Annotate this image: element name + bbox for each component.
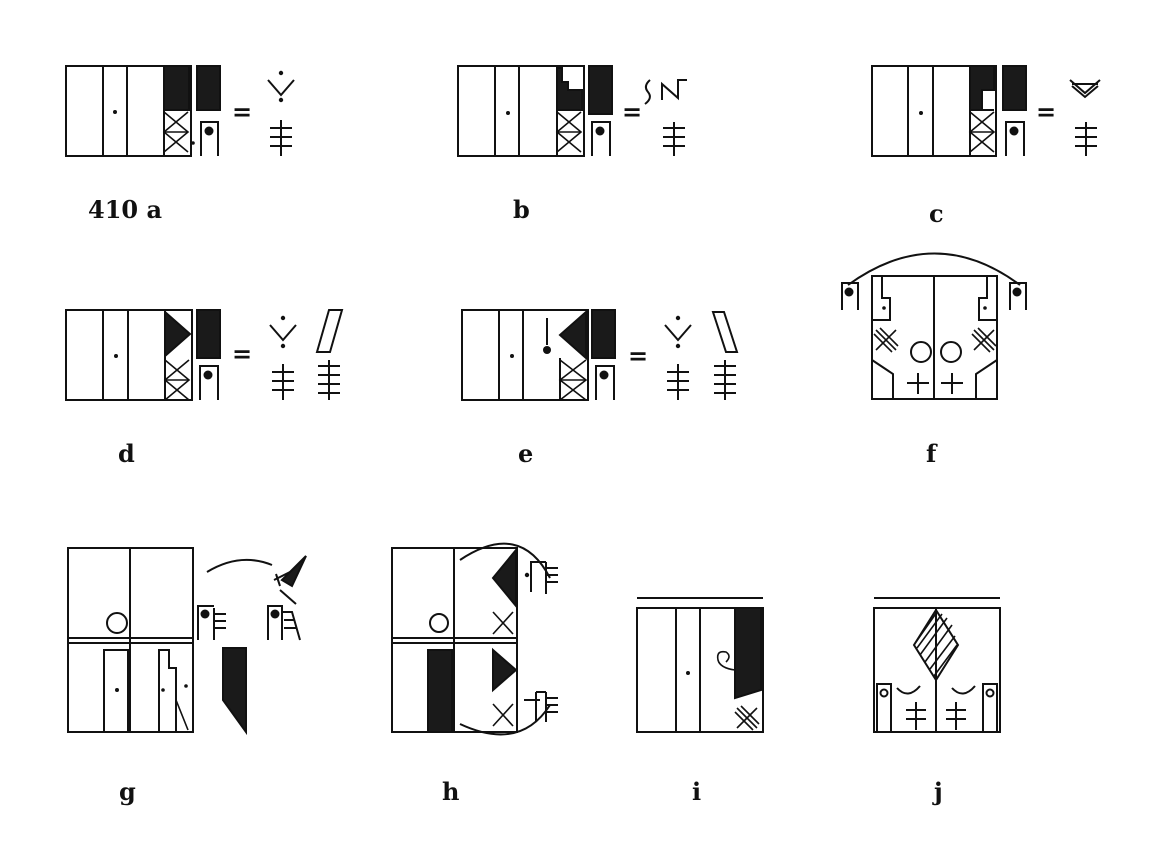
equals-sign-e: = [628,341,648,370]
panel-label-f: f [926,439,938,468]
staff-a [65,65,195,157]
direction-symbol-d [269,315,297,349]
hand-sign-h-bottom [524,691,558,722]
staff-b [457,65,585,157]
level-symbol-a [270,120,292,156]
staff-i [636,607,764,733]
body-block-e [591,309,616,359]
hand-sign-e [595,365,615,400]
direction-symbol-c [1069,79,1101,99]
staff-h [391,547,518,733]
body-block-b [588,65,613,115]
panel-f: f [841,252,1027,468]
staff-j [873,607,1001,733]
panel-d: = d [65,309,344,468]
panel-label-h: h [442,777,459,806]
hand-sign-h-top [524,561,558,594]
body-block-a [196,65,221,111]
hand-sign-d [199,365,219,400]
diamond-symbol-e [711,311,739,353]
body-block-g [222,647,247,736]
equals-sign-c: = [1036,97,1056,126]
body-block-d [196,309,221,359]
panel-label-a: 410 a [88,195,162,224]
arc-h-bottom [459,704,551,736]
equals-sign-b: = [622,97,642,126]
equals-sign-a: = [232,97,252,126]
panel-j: j [873,597,1001,806]
equals-sign-d: = [232,339,252,368]
panel-h: h [391,542,558,806]
level-symbol-e [667,364,689,400]
direction-symbol-e [664,315,692,349]
level-symbol-b [663,122,685,156]
staff-f [871,275,998,400]
hand-sign-right-f [1009,282,1027,310]
cross-mark-left-f [873,327,899,353]
staff-e [461,309,589,401]
panel-e: = e [461,309,739,468]
panel-label-c: c [929,199,944,228]
level-symbol-d2 [318,360,340,400]
panel-i: i [636,597,764,806]
panel-label-e: e [518,439,533,468]
hand-sign-a [200,121,219,156]
panel-c: = c [871,65,1101,228]
arc-g [206,558,273,573]
staff-c [871,65,997,157]
pin-symbol-g [273,555,307,605]
staff-d [65,309,193,401]
panel-label-j: j [932,777,943,806]
hand-sign-left-f [841,282,859,310]
panel-a: = 410 a [65,65,295,224]
arc-h-top [459,542,551,579]
hand-sign-g [197,605,226,640]
hand-sign-b [591,121,611,156]
panel-label-g: g [119,777,136,806]
body-block-c [1002,65,1027,111]
panel-b: = b [457,65,687,224]
panel-label-b: b [513,195,530,224]
level-symbol-c [1075,122,1097,156]
panel-label-d: d [118,439,135,468]
hand-sign-g2 [267,605,301,641]
hand-sign-c [1005,121,1025,156]
level-symbol-d [272,364,294,400]
level-symbol-e2 [714,360,736,400]
panel-g: g [67,547,307,806]
direction-symbol-a [267,70,295,103]
staff-g [67,547,194,733]
arc-f [847,252,1021,286]
cross-mark-right-f [971,327,997,353]
direction-symbol-b [644,79,687,105]
diamond-symbol-d [315,309,344,353]
panel-label-i: i [692,777,701,806]
